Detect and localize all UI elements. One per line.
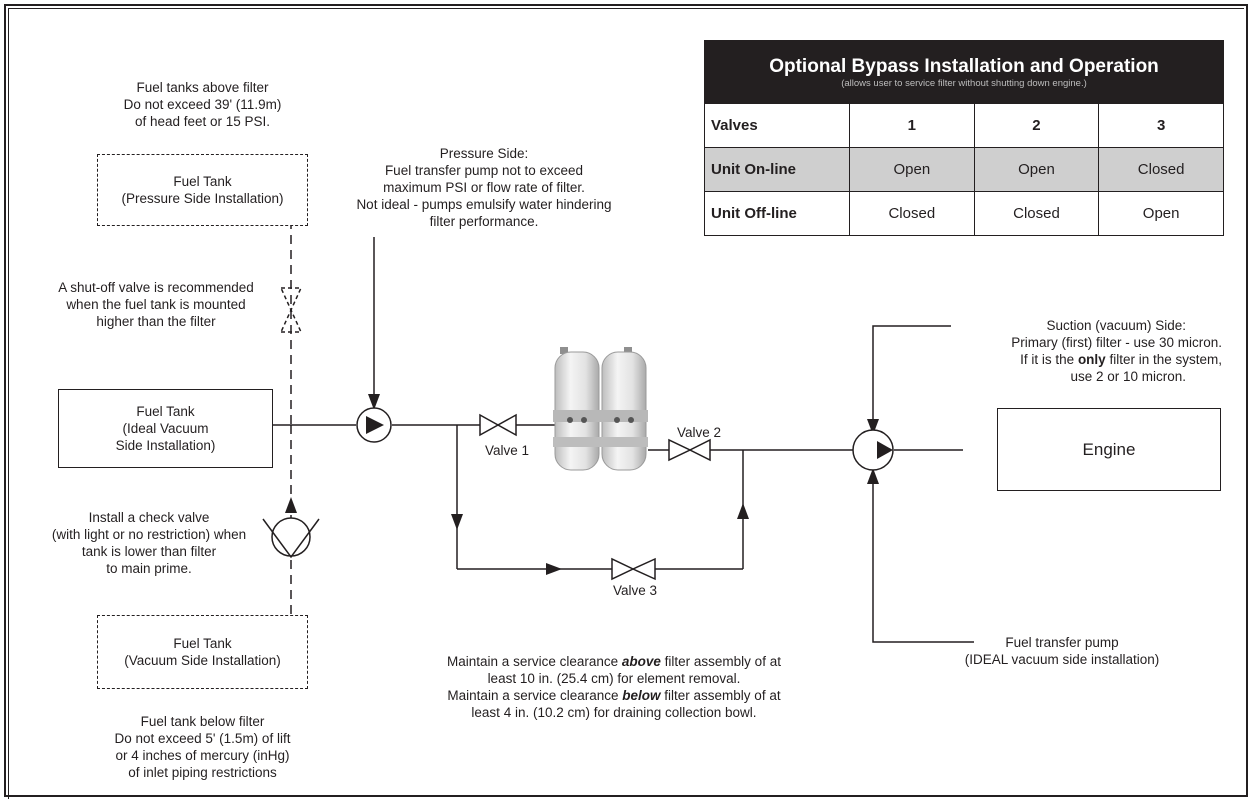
table-cell: Open	[849, 147, 975, 192]
valve-icon	[611, 557, 656, 581]
arrow-icon	[285, 497, 297, 513]
inner-frame	[8, 8, 1244, 799]
table-row: Unit On-line Open Open Closed	[704, 147, 1224, 192]
arrow-icon	[737, 503, 749, 519]
fuel-tank-ideal-vacuum: Fuel Tank (Ideal Vacuum Side Installatio…	[58, 389, 273, 468]
table-header-cell: Valves	[704, 103, 850, 148]
valve-icon	[479, 413, 517, 437]
filter-icon	[553, 347, 648, 471]
bypass-table: Optional Bypass Installation and Operati…	[704, 40, 1224, 236]
table-row: Unit Off-line Closed Closed Open	[704, 191, 1224, 236]
fuel-tank-pressure-side: Fuel Tank (Pressure Side Installation)	[97, 154, 308, 226]
tank-label: (Vacuum Side Installation)	[124, 653, 281, 668]
valve-3-label: Valve 3	[612, 583, 658, 598]
table-title: Optional Bypass Installation and Operati…	[769, 55, 1159, 77]
shutoff-valve-note: A shut-off valve is recommended when the…	[58, 280, 254, 329]
check-valve-icon	[262, 517, 320, 559]
tank-label: (Pressure Side Installation)	[121, 191, 284, 206]
above-filter-note: Fuel tanks above filter Do not exceed 39…	[123, 80, 282, 129]
arrow-icon	[867, 419, 879, 435]
table-header-cell: 2	[973, 103, 1100, 148]
arrow-icon	[451, 514, 463, 530]
engine-label: Engine	[1082, 440, 1136, 459]
row-label: Unit On-line	[704, 147, 850, 192]
table-header-cell: 3	[1098, 103, 1224, 148]
row-label: Unit Off-line	[704, 191, 850, 236]
pump-icon	[356, 407, 392, 443]
valve-2-label: Valve 2	[676, 425, 722, 440]
check-valve-note: Install a check valve (with light or no …	[51, 510, 247, 576]
tank-label: Fuel Tank	[173, 636, 232, 651]
bypass-table-header: Optional Bypass Installation and Operati…	[704, 40, 1224, 104]
outer-frame	[4, 4, 1248, 797]
fuel-tank-vacuum-side: Fuel Tank (Vacuum Side Installation)	[97, 615, 308, 689]
suction-side-note: Suction (vacuum) Side: Primary (first) f…	[1011, 318, 1222, 384]
table-cell: Open	[973, 147, 1100, 192]
arrow-icon	[368, 394, 380, 410]
clearance-note: Maintain a service clearance above filte…	[447, 654, 781, 720]
pressure-side-note: Pressure Side: Fuel transfer pump not to…	[356, 146, 612, 229]
arrow-icon	[546, 563, 562, 575]
table-row: Valves 1 2 3	[704, 103, 1224, 148]
transfer-pump-note: Fuel transfer pump (IDEAL vacuum side in…	[964, 635, 1160, 667]
tank-label: Side Installation)	[115, 438, 216, 453]
table-cell: Open	[1098, 191, 1224, 236]
shutoff-valve-icon	[279, 287, 303, 333]
transfer-pointer-line	[872, 478, 974, 643]
tank-label: (Ideal Vacuum	[122, 421, 209, 436]
pump-icon	[852, 429, 894, 471]
below-filter-note: Fuel tank below filter Do not exceed 5' …	[114, 714, 291, 780]
engine-box: Engine	[997, 408, 1221, 491]
tank-label: Fuel Tank	[136, 404, 195, 419]
suction-pointer-line	[872, 325, 951, 425]
table-cell: Closed	[973, 191, 1100, 236]
valve-1-label: Valve 1	[484, 443, 530, 458]
table-header-cell: 1	[849, 103, 975, 148]
arrow-icon	[867, 468, 879, 484]
valve-icon	[668, 438, 711, 462]
table-subtitle: (allows user to service filter without s…	[841, 77, 1087, 89]
tank-label: Fuel Tank	[173, 174, 232, 189]
table-cell: Closed	[1098, 147, 1224, 192]
table-cell: Closed	[849, 191, 975, 236]
